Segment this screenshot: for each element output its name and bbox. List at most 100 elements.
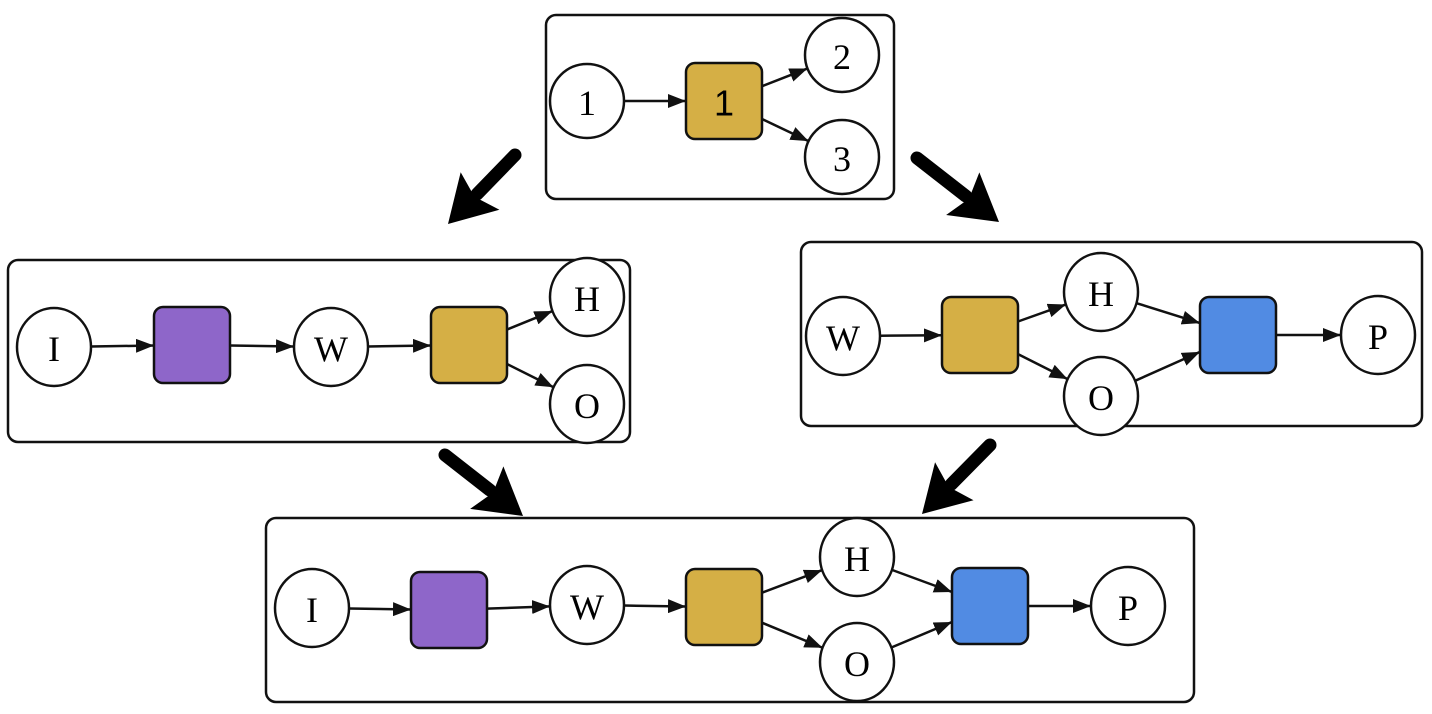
transition-arrows-layer bbox=[438, 148, 999, 516]
state-node-W: W bbox=[804, 295, 882, 377]
edge-H-to-bb bbox=[891, 568, 953, 594]
panel-top: 1 1 2 3 bbox=[544, 13, 896, 201]
state-circle bbox=[292, 306, 370, 388]
node-label: 3 bbox=[833, 139, 851, 179]
state-circle bbox=[548, 564, 626, 646]
process-box-yellow bbox=[684, 61, 764, 141]
state-node-W: W bbox=[548, 564, 626, 646]
edge-by-to-O bbox=[1017, 353, 1069, 381]
state-circle bbox=[548, 256, 626, 338]
state-node-c1: 1 bbox=[548, 62, 626, 140]
edges bbox=[348, 568, 1091, 649]
transition-arrow-top-to-left bbox=[448, 148, 522, 224]
node-label: W bbox=[570, 587, 604, 627]
transition-arrow-right-to-bottom bbox=[922, 438, 997, 514]
process-node-bb bbox=[1198, 295, 1278, 375]
arrow-shaft bbox=[438, 448, 497, 497]
edge-O-to-bb bbox=[890, 620, 953, 649]
transition-arrow-top-to-right bbox=[910, 151, 999, 222]
arrow-shaft bbox=[470, 148, 522, 201]
state-circle bbox=[818, 621, 896, 703]
process-box-blue bbox=[1198, 295, 1278, 375]
node-label: P bbox=[1368, 317, 1388, 357]
process-node-b1: 1 bbox=[684, 61, 764, 141]
state-node-H: H bbox=[548, 256, 626, 338]
node-label: I bbox=[306, 590, 318, 630]
edge-b1-to-c3 bbox=[761, 117, 810, 143]
edge-bp-to-W bbox=[486, 599, 551, 614]
edges bbox=[90, 309, 555, 389]
arrow-head bbox=[470, 466, 523, 516]
node-label: 1 bbox=[714, 83, 734, 124]
state-node-c3: 3 bbox=[803, 118, 881, 196]
node-label: O bbox=[574, 386, 600, 426]
edges bbox=[624, 67, 810, 143]
panel-right: W H O P bbox=[799, 240, 1424, 437]
state-node-I: I bbox=[273, 567, 351, 649]
edge-by-to-H bbox=[1017, 303, 1067, 323]
panels-layer: 1 1 2 3I W H O W H O P I W H O P bbox=[6, 13, 1424, 704]
process-box-yellow bbox=[429, 305, 509, 385]
state-circle bbox=[804, 295, 882, 377]
process-node-bp bbox=[152, 305, 232, 385]
arrow-shaft bbox=[944, 438, 997, 491]
process-box-blue bbox=[950, 566, 1030, 646]
node-label: W bbox=[826, 318, 860, 358]
edges bbox=[879, 301, 1341, 382]
transition-arrow-left-to-bottom bbox=[438, 448, 523, 516]
node-label: 2 bbox=[833, 37, 851, 77]
state-circle bbox=[1339, 294, 1417, 376]
edge-b1-to-c2 bbox=[761, 67, 808, 88]
state-circle bbox=[548, 363, 626, 445]
node-label: W bbox=[314, 329, 348, 369]
arrow-head bbox=[922, 462, 974, 514]
state-node-O: O bbox=[548, 363, 626, 445]
edge-H-to-bb bbox=[1136, 301, 1201, 325]
edge-by-to-H bbox=[761, 568, 823, 594]
edge-W-to-by bbox=[367, 338, 432, 353]
state-node-O: O bbox=[818, 621, 896, 703]
state-circle bbox=[818, 516, 896, 598]
state-circle bbox=[273, 567, 351, 649]
arrow-head bbox=[448, 172, 500, 224]
state-node-H: H bbox=[1062, 251, 1140, 333]
edge-I-to-bp bbox=[348, 602, 412, 617]
state-circle bbox=[803, 118, 881, 196]
state-node-H: H bbox=[818, 516, 896, 598]
edge-bp-to-W bbox=[229, 339, 295, 354]
state-circle bbox=[1062, 251, 1140, 333]
process-box-yellow bbox=[684, 567, 764, 647]
state-circle bbox=[548, 62, 626, 140]
node-label: P bbox=[1118, 588, 1138, 628]
process-box-yellow bbox=[940, 295, 1020, 375]
edge-O-to-bb bbox=[1134, 350, 1201, 382]
node-label: I bbox=[48, 329, 60, 369]
state-circle bbox=[803, 16, 881, 94]
edge-W-to-by bbox=[623, 599, 687, 614]
state-circle bbox=[15, 306, 93, 388]
state-circle bbox=[1089, 565, 1167, 647]
node-label: H bbox=[844, 539, 870, 579]
process-node-bb bbox=[950, 566, 1030, 646]
process-box-purple bbox=[409, 570, 489, 650]
process-node-by bbox=[429, 305, 509, 385]
node-label: H bbox=[1088, 274, 1114, 314]
state-node-W: W bbox=[292, 306, 370, 388]
process-node-bp bbox=[409, 570, 489, 650]
node-label: H bbox=[574, 279, 600, 319]
state-node-I: I bbox=[15, 306, 93, 388]
process-node-by bbox=[940, 295, 1020, 375]
state-node-P: P bbox=[1339, 294, 1417, 376]
arrow-shaft bbox=[910, 151, 973, 203]
state-node-O: O bbox=[1062, 355, 1140, 437]
node-label: 1 bbox=[578, 83, 596, 123]
state-circle bbox=[1062, 355, 1140, 437]
edge-I-to-bp bbox=[90, 338, 155, 353]
node-label: O bbox=[844, 644, 870, 684]
edge-by-to-H bbox=[506, 309, 553, 331]
panel-left: I W H O bbox=[6, 256, 632, 445]
state-node-c2: 2 bbox=[803, 16, 881, 94]
edge-by-to-O bbox=[761, 621, 824, 649]
state-node-P: P bbox=[1089, 565, 1167, 647]
